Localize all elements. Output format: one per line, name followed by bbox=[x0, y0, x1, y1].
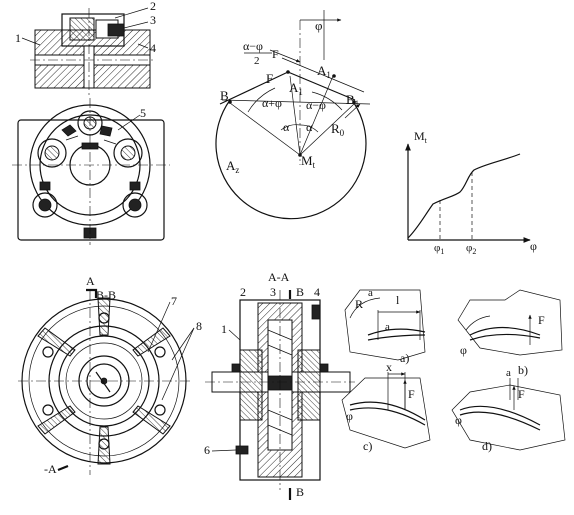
label-1: 1 bbox=[15, 31, 21, 45]
section-bb-view bbox=[18, 290, 190, 475]
sketch-d-phi-label: φ bbox=[455, 413, 462, 427]
sketch-c-x-label: x bbox=[386, 360, 392, 374]
coupling-section-labels: 2 3 1 4 bbox=[15, 0, 156, 55]
B1-label: B1 bbox=[346, 92, 359, 109]
section-A-bottom-marker bbox=[57, 464, 69, 472]
sketch-c-phi-label: φ bbox=[346, 409, 353, 423]
sketch-d-caption: d) bbox=[482, 439, 492, 453]
Mt-label: Mt bbox=[301, 153, 316, 170]
torque-angle-graph bbox=[405, 143, 531, 243]
label-7-leader bbox=[147, 301, 171, 353]
section-AA-label: A-A bbox=[268, 270, 290, 284]
label-2: 2 bbox=[150, 0, 156, 13]
sketch-b-phi-label: φ bbox=[460, 343, 467, 357]
R0-label: R0 bbox=[331, 121, 345, 138]
B-label: B bbox=[220, 88, 229, 103]
sketch-b-F-label: F bbox=[538, 313, 545, 327]
label-5: 5 bbox=[140, 106, 146, 120]
label-n4: 4 bbox=[314, 285, 320, 299]
force-geometry-diagram bbox=[215, 10, 371, 220]
section-B-bottom-label: B bbox=[296, 485, 304, 499]
label-7: 7 bbox=[171, 294, 177, 308]
sketch-b-caption: b) bbox=[518, 363, 528, 377]
section-BB-label: B-B bbox=[96, 288, 116, 302]
two-denominator: 2 bbox=[254, 55, 260, 67]
F-top-label: F bbox=[272, 47, 279, 61]
section-A-top-label: A bbox=[86, 274, 95, 288]
F-label: F bbox=[266, 71, 273, 86]
alpha-minus-phi-half-label: α−φ bbox=[243, 39, 263, 53]
sketch-a-a2-label: a bbox=[385, 321, 390, 333]
phi-top-label: φ bbox=[315, 18, 323, 33]
label-5-leader bbox=[117, 114, 141, 131]
spring-arms bbox=[37, 297, 171, 465]
alpha-left-label: α bbox=[283, 120, 290, 134]
graph-phi1-label: φ1 bbox=[434, 242, 444, 256]
coupling-section-view bbox=[30, 8, 155, 96]
graph-xlabel: φ bbox=[530, 239, 537, 253]
section-A-bottom-label: -A bbox=[44, 462, 57, 476]
section-aa-view bbox=[205, 290, 355, 490]
Az-label: Az bbox=[226, 158, 239, 175]
A1-label: A1 bbox=[289, 80, 303, 97]
label-n2: 2 bbox=[240, 285, 246, 299]
sketch-d-a-label: a bbox=[506, 367, 511, 379]
label-8-leader-2 bbox=[161, 327, 195, 401]
sketch-c-F-label: F bbox=[408, 387, 415, 401]
sketch-c-caption: c) bbox=[363, 439, 372, 453]
graph-phi2-label: φ2 bbox=[466, 242, 476, 256]
label-8: 8 bbox=[196, 319, 202, 333]
graph-ylabel: Mt bbox=[414, 129, 428, 145]
spring-sketch-c bbox=[341, 372, 431, 449]
sketch-a-a1-label: a bbox=[368, 287, 373, 299]
label-n3: 3 bbox=[270, 285, 276, 299]
alpha-right-label: α bbox=[306, 120, 313, 134]
force-geometry-labels: φ α−φ 2 F F A1 A1 B B1 α+φ α−φ α α R0 Az… bbox=[220, 18, 359, 175]
sketch-a-l-label: l bbox=[396, 293, 400, 307]
label-4: 4 bbox=[150, 41, 156, 55]
label-3: 3 bbox=[150, 13, 156, 27]
sketch-a-caption: a) bbox=[400, 351, 409, 365]
spring-sketch-a bbox=[344, 289, 426, 361]
label-n1-leader bbox=[228, 329, 241, 341]
sketch-d-F-label: F bbox=[518, 387, 525, 401]
label-n1: 1 bbox=[221, 322, 227, 336]
label-n6-leader bbox=[211, 449, 237, 452]
section-B-top-label: B bbox=[296, 285, 304, 299]
section-A-top-marker bbox=[86, 288, 98, 298]
coupling-end-view bbox=[12, 98, 170, 245]
torque-curve bbox=[407, 153, 521, 239]
A1-prime-label: A1 bbox=[317, 63, 331, 80]
label-8-leader-1 bbox=[171, 327, 195, 361]
spring-sketch-b bbox=[457, 289, 563, 356]
alpha-plus-phi-label: α+φ bbox=[262, 96, 282, 110]
spring-sketch-d bbox=[451, 378, 566, 451]
label-n6: 6 bbox=[204, 443, 210, 457]
sketch-a-R-label: R bbox=[355, 297, 363, 311]
alpha-minus-phi-label: α−φ bbox=[306, 98, 326, 112]
